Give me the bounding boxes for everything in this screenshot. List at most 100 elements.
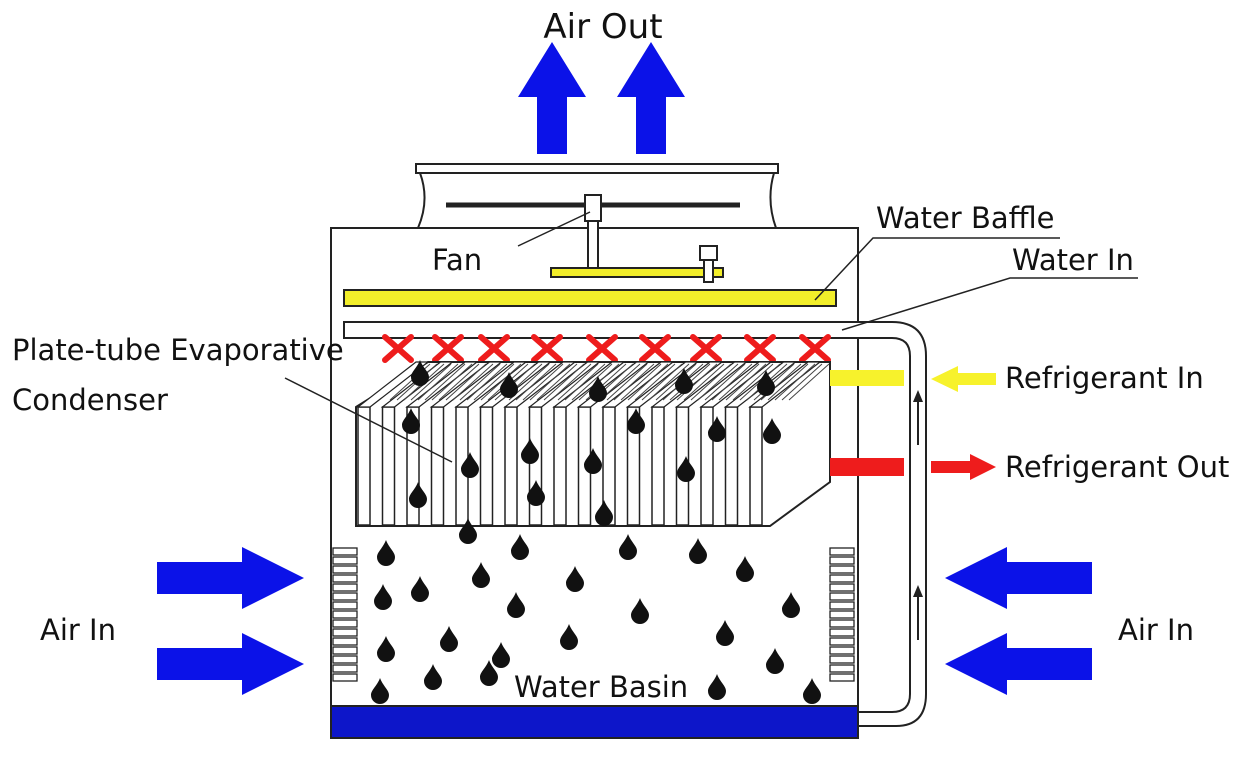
air-in-arrow-icon xyxy=(945,547,1092,609)
droplet-icon xyxy=(584,448,602,474)
plate-hatch xyxy=(620,363,662,401)
plate-hatch xyxy=(718,363,760,401)
droplet-icon xyxy=(424,664,442,690)
water-basin xyxy=(330,705,859,739)
plate-hatch xyxy=(438,363,480,401)
condenser-plate xyxy=(749,406,763,526)
plate-hatch xyxy=(536,363,578,401)
flow-arrow-icon xyxy=(913,585,923,597)
plate-hatch xyxy=(697,363,739,401)
air-out-arrow-icon xyxy=(518,42,586,154)
plate-hatch xyxy=(431,363,473,401)
droplet-icon xyxy=(440,626,458,652)
plate-hatch xyxy=(641,363,683,401)
plate-hatch xyxy=(571,363,613,401)
refrigerant-in-pipe xyxy=(830,370,904,386)
louver-slat xyxy=(829,556,855,565)
louver-slat xyxy=(332,646,358,655)
droplet-icon xyxy=(480,660,498,686)
cross-icon xyxy=(478,334,510,363)
droplet-icon xyxy=(411,576,429,602)
fan-label: Fan xyxy=(432,243,482,277)
louver-slat xyxy=(332,655,358,664)
droplet-icon xyxy=(736,556,754,582)
droplet-icon xyxy=(371,678,389,704)
air-out-arrows xyxy=(518,42,685,154)
droplet-icon xyxy=(689,538,707,564)
droplet-icon xyxy=(716,620,734,646)
plate-hatch xyxy=(515,363,557,401)
louver-slat xyxy=(829,592,855,601)
louver-slat xyxy=(829,619,855,628)
droplet-icon xyxy=(560,624,578,650)
droplet-icon xyxy=(511,534,529,560)
louver-slat xyxy=(332,556,358,565)
droplet-icon xyxy=(461,452,479,478)
refrigerant-in-label: Refrigerant In xyxy=(1005,361,1204,395)
condenser-label-line1: Plate-tube Evaporative xyxy=(12,333,344,367)
condenser-plate-top xyxy=(625,361,700,408)
plate-hatch xyxy=(627,363,669,401)
louver-slat xyxy=(829,628,855,637)
plate-hatch xyxy=(459,363,501,401)
louver-slat xyxy=(332,601,358,610)
cross-icon xyxy=(432,334,464,363)
louver-slat xyxy=(829,583,855,592)
louver-slat xyxy=(829,664,855,673)
plate-hatch xyxy=(424,363,466,401)
plate-hatch xyxy=(606,363,648,401)
air-in-arrow-icon xyxy=(157,633,304,695)
fan-icon xyxy=(550,194,724,283)
droplet-icon xyxy=(589,376,607,402)
cross-icon xyxy=(690,334,722,363)
water-basin-label: Water Basin xyxy=(514,670,688,704)
droplet-icon xyxy=(595,500,613,526)
louver-slat xyxy=(829,673,855,682)
louver-slat xyxy=(332,628,358,637)
water-baffle-label: Water Baffle xyxy=(876,201,1055,235)
air-out-label: Air Out xyxy=(543,7,662,47)
cross-icon xyxy=(799,334,831,363)
droplet-icon xyxy=(566,566,584,592)
droplet-icon xyxy=(374,584,392,610)
plate-hatch xyxy=(725,363,767,401)
leader-lines xyxy=(284,211,1138,463)
condenser-plate xyxy=(553,406,567,526)
condenser-label-line2: Condenser xyxy=(12,383,168,417)
refrigerant-in-arrow-icon xyxy=(931,366,996,392)
droplet-icon xyxy=(782,592,800,618)
plate-hatch xyxy=(648,363,690,401)
louver-slat xyxy=(829,574,855,583)
droplet-icon xyxy=(459,518,477,544)
louver-slat xyxy=(332,574,358,583)
pipe-flow-arrows xyxy=(913,390,923,640)
condenser-plate xyxy=(651,406,665,526)
louver-slat xyxy=(829,637,855,646)
droplet-icon xyxy=(521,438,539,464)
plate-hatch xyxy=(711,363,753,401)
droplet-icon xyxy=(411,360,429,386)
droplet-icon xyxy=(377,540,395,566)
louver-slat xyxy=(332,664,358,673)
plate-hatch xyxy=(557,363,599,401)
air-in-arrow-icon xyxy=(157,547,304,609)
plate-hatch xyxy=(781,363,823,401)
condenser-plate-top xyxy=(527,361,602,408)
droplet-icon xyxy=(619,534,637,560)
plate-hatch xyxy=(473,363,515,401)
condenser-plate xyxy=(724,406,739,526)
droplet-icon xyxy=(763,418,781,444)
droplet-icon xyxy=(675,368,693,394)
cross-icon xyxy=(639,334,671,363)
water-in-label: Water In xyxy=(1012,243,1134,277)
condenser-plate-top xyxy=(356,361,430,408)
cross-icon xyxy=(586,334,618,363)
droplet-icon xyxy=(677,456,695,482)
louver-slat xyxy=(332,583,358,592)
condenser-plate xyxy=(700,406,714,526)
refrigerant-out-arrow-icon xyxy=(931,454,996,480)
refrigerant-out-pipe xyxy=(830,458,904,476)
plate-hatch xyxy=(690,363,732,401)
plate-hatch xyxy=(767,363,809,401)
